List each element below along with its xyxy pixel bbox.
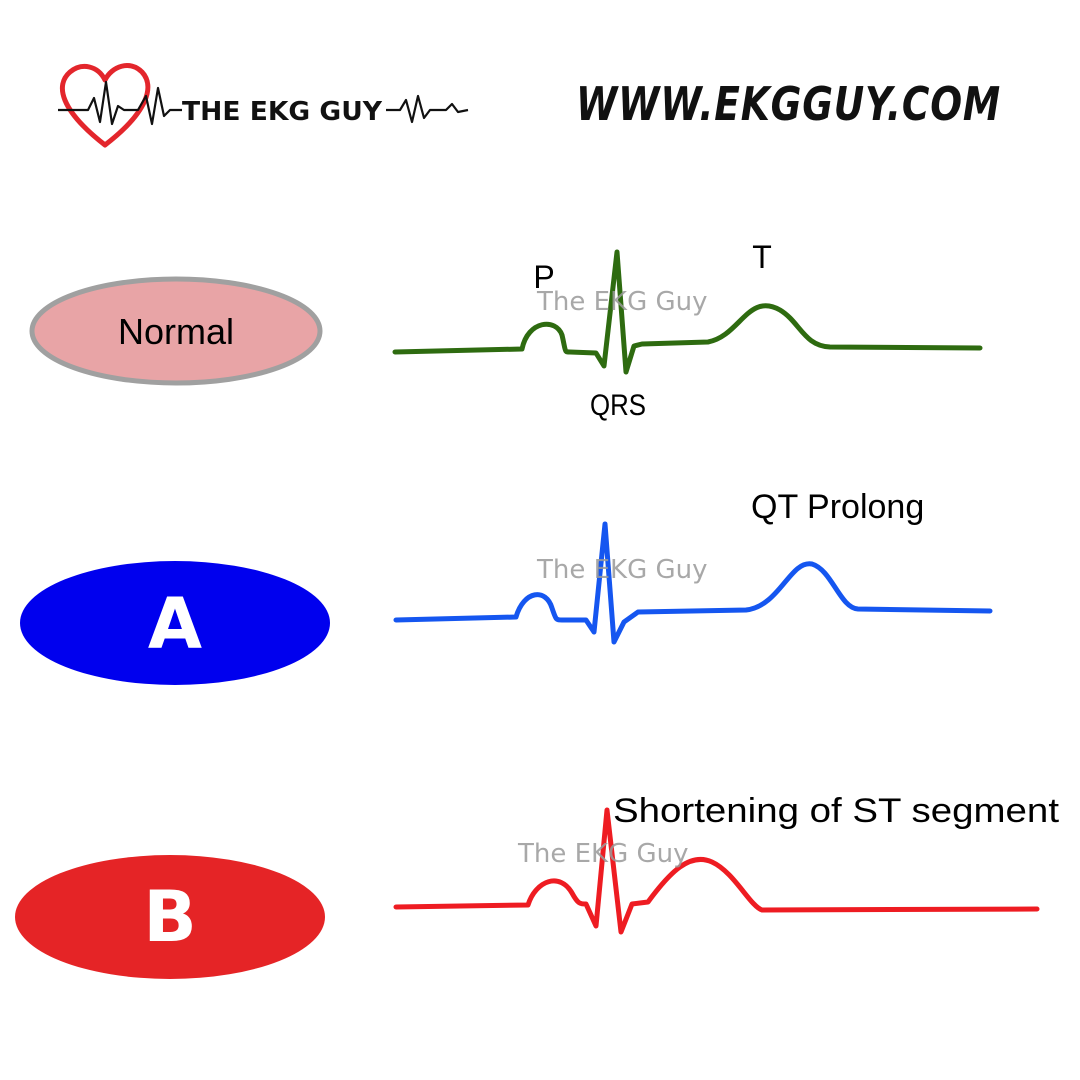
- normal-ekg-wave: [392, 249, 983, 375]
- heart-icon: [60, 63, 151, 148]
- row-a: A QT Prolong The EKG Guy: [20, 488, 993, 685]
- logo-heartbeat-left: [58, 80, 182, 126]
- a-pill-label: A: [148, 583, 202, 665]
- b-pill-label: B: [143, 876, 196, 958]
- wave-label-p: P: [533, 259, 554, 295]
- logo-heartbeat-right: [386, 94, 469, 124]
- row-normal: Normal P T QRS The EKG Guy: [29, 239, 983, 422]
- logo-text: THE EKG GUY: [182, 97, 383, 127]
- row-b: B Shortening of ST segment The EKG Guy: [15, 792, 1060, 979]
- wave-label-qrs: QRS: [590, 389, 646, 422]
- watermark-b: The EKG Guy: [517, 839, 689, 869]
- b-pill: [15, 855, 325, 979]
- site-url: WWW.EKGGUY.COM: [576, 77, 1001, 131]
- a-ekg-wave: [393, 521, 993, 645]
- b-ekg-wave: [393, 807, 1040, 935]
- normal-pill-label: Normal: [118, 311, 234, 352]
- wave-label-t: T: [752, 239, 772, 275]
- watermark-normal: The EKG Guy: [536, 287, 708, 317]
- a-pill: [20, 561, 330, 685]
- b-annotation: Shortening of ST segment: [613, 792, 1060, 830]
- a-annotation: QT Prolong: [751, 488, 924, 526]
- normal-pill: [29, 276, 323, 386]
- watermark-a: The EKG Guy: [536, 555, 708, 585]
- ekg-guy-logo: THE EKG GUY: [58, 63, 469, 148]
